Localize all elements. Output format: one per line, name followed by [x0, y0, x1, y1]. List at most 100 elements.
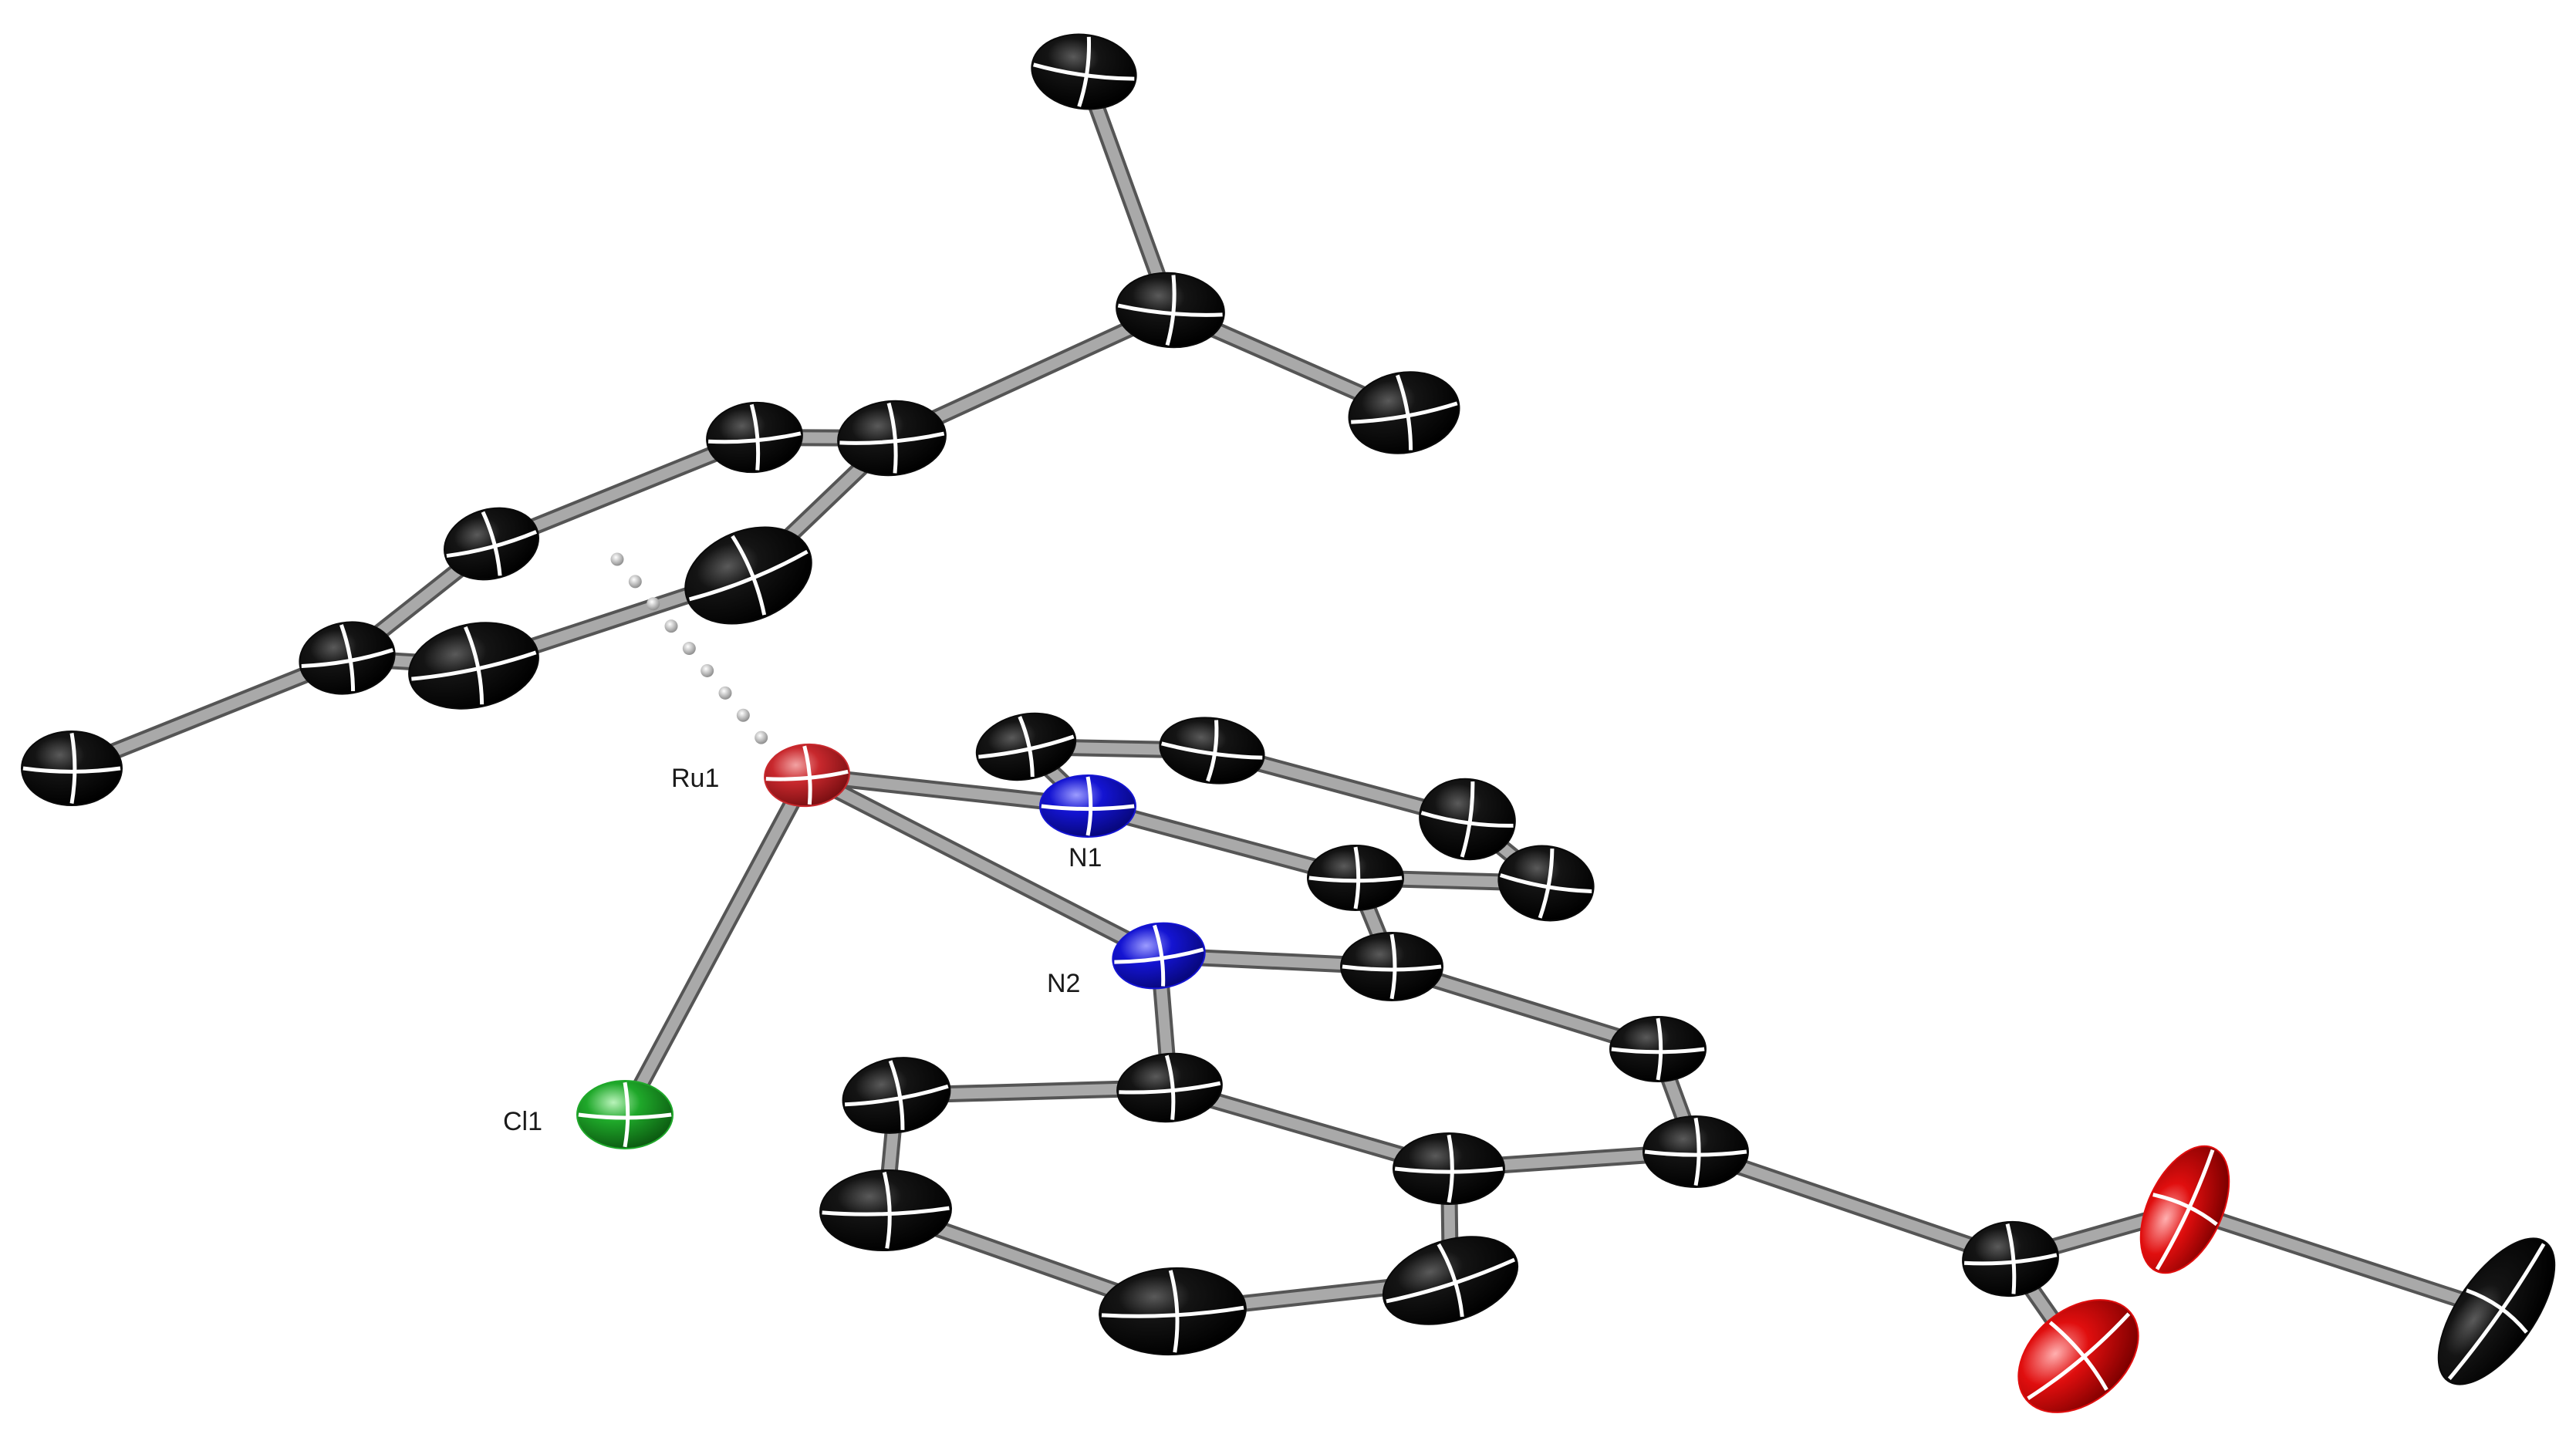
atom-c4-axis-major [1394, 1166, 1504, 1174]
label-cl1: Cl1 [503, 1107, 542, 1136]
atom-c7-ellipsoid [819, 1169, 952, 1252]
atom-cq-axis-minor [1165, 275, 1177, 346]
bond-ru1-cl1 [620, 770, 812, 1120]
atom-c2-axis-major [1611, 1047, 1705, 1055]
atom-py3-axis-major [1499, 873, 1592, 893]
atom-c2-axis-minor [1656, 1017, 1663, 1081]
atom-c6-axis-minor [888, 1060, 905, 1130]
atom-py6-ellipsoid [975, 712, 1077, 781]
atom-c4-ellipsoid [1393, 1132, 1505, 1205]
atom-cest-axis-minor [2005, 1223, 2017, 1294]
atom-cq [1116, 272, 1225, 349]
atom-a6-ellipsoid [299, 621, 396, 695]
bonds-layer [63, 63, 2505, 1365]
atom-c1 [1340, 932, 1443, 1001]
atom-a1-ellipsoid [837, 400, 947, 477]
atom-n1-axis-major [1041, 804, 1135, 812]
atom-c4-axis-minor [1447, 1134, 1454, 1203]
atom-c1-axis-minor [1389, 933, 1397, 1000]
atom-a6-axis-major [301, 648, 393, 668]
atom-cq-ellipsoid [1116, 272, 1225, 349]
atom-me3-axis-major [22, 766, 121, 774]
centroid-dot [664, 619, 678, 633]
atom-c5-axis-major [1119, 1081, 1221, 1095]
atom-a3-ellipsoid [684, 526, 812, 625]
atom-c8 [1099, 1267, 1247, 1356]
atom-c1-ellipsoid [1340, 932, 1443, 1001]
atom-c3-axis-major [1644, 1149, 1747, 1157]
atom-o2-ellipsoid [2017, 1299, 2139, 1413]
atom-cl1 [576, 1080, 674, 1149]
atom-a3-axis-major [688, 549, 809, 602]
atom-a5-ellipsoid [408, 622, 539, 710]
atom-me4-axis-major [2447, 1243, 2546, 1381]
centroid-dot [736, 708, 750, 722]
atom-c2-ellipsoid [1609, 1016, 1707, 1082]
atom-n1-ellipsoid [1039, 774, 1136, 838]
centroid-dot [755, 731, 768, 744]
atom-c3 [1642, 1115, 1749, 1188]
centroid-dot [610, 552, 624, 566]
bond-me1-cq [1079, 66, 1176, 316]
bond-o1-me4 [2179, 1204, 2502, 1317]
atom-a5 [408, 622, 539, 710]
atom-a3-axis-minor [731, 535, 767, 616]
atom-py6-axis-minor [1018, 715, 1035, 778]
atom-me2-axis-minor [1396, 374, 1413, 450]
atom-n2 [1112, 922, 1206, 990]
atom-c8-axis-major [1101, 1305, 1244, 1318]
atom-c9-axis-major [1386, 1257, 1516, 1304]
atom-cest-ellipsoid [1962, 1220, 2059, 1297]
atom-ru1-axis-minor [802, 745, 812, 805]
atom-o1-ellipsoid [2139, 1145, 2230, 1274]
atom-a1-axis-major [839, 431, 945, 445]
atom-py2-axis-major [1308, 876, 1403, 883]
atom-n1 [1039, 774, 1136, 838]
bond-c3-cest [1690, 1146, 2016, 1264]
atom-cq-axis-major [1117, 303, 1223, 317]
atom-py5 [1159, 717, 1265, 785]
atom-o1 [2139, 1145, 2230, 1274]
atom-me3 [21, 731, 123, 806]
atom-py3 [1497, 845, 1595, 922]
atom-a2-axis-major [707, 431, 802, 444]
atom-ru1-ellipsoid [764, 743, 850, 808]
atom-py4-ellipsoid [1419, 778, 1516, 861]
atom-c2 [1609, 1016, 1707, 1082]
centroid-dot [628, 575, 642, 589]
atom-o1-axis-major [2155, 1149, 2215, 1270]
atom-a3 [684, 526, 812, 625]
centroid-dot [682, 642, 696, 656]
atom-c9-axis-minor [1437, 1243, 1464, 1318]
atom-n2-ellipsoid [1112, 922, 1206, 990]
atom-py3-ellipsoid [1497, 845, 1595, 922]
atom-me1-axis-major [1033, 62, 1135, 81]
atom-a5-axis-major [411, 650, 537, 681]
label-n2: N2 [1047, 969, 1080, 998]
atom-c5-ellipsoid [1116, 1052, 1223, 1123]
atom-me4 [2437, 1237, 2556, 1385]
atom-cest-axis-major [1963, 1253, 2058, 1266]
atom-me4-ellipsoid [2437, 1237, 2556, 1385]
atom-me3-axis-minor [69, 732, 77, 805]
atom-me3-ellipsoid [21, 731, 123, 806]
atom-me1-axis-minor [1077, 36, 1092, 107]
atom-py6-axis-major [978, 734, 1075, 759]
atom-ru1 [764, 743, 850, 808]
centroid-dot [718, 686, 732, 700]
atom-me4-axis-minor [2466, 1288, 2528, 1334]
atom-a2 [706, 401, 803, 474]
atom-cest [1962, 1220, 2059, 1297]
atom-py4-axis-major [1420, 811, 1514, 828]
atom-a1 [837, 400, 947, 477]
atom-cl1-ellipsoid [576, 1080, 674, 1149]
atom-a4-axis-major [446, 530, 538, 558]
atom-c7-axis-major [822, 1206, 950, 1216]
atom-c5-axis-minor [1164, 1055, 1176, 1120]
atom-py2 [1307, 845, 1404, 911]
atom-c6-ellipsoid [842, 1057, 951, 1134]
atom-a5-axis-minor [464, 626, 484, 705]
atom-py2-axis-minor [1353, 846, 1361, 909]
atom-o2-axis-major [2027, 1312, 2131, 1400]
